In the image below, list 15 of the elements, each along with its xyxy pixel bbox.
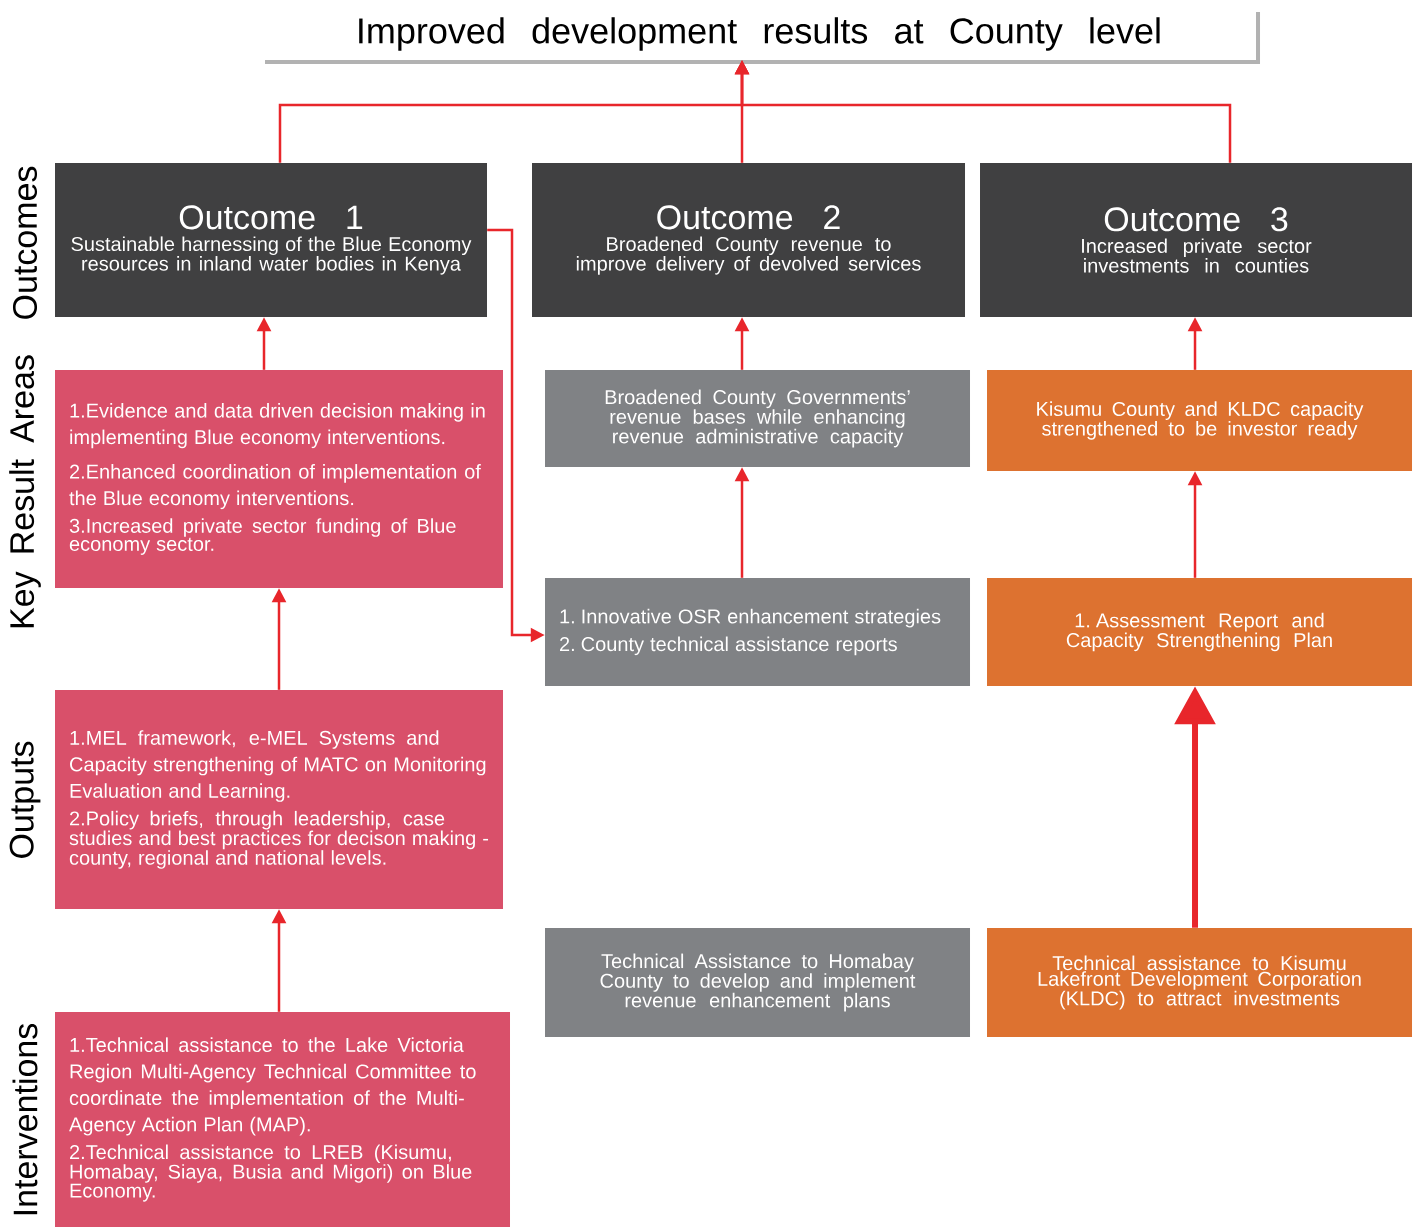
output-box: 1.MEL framework, e-MEL Systems and Capacity strengthening of MATC on Monitoring Evaluation and Learning. 2.Policy briefs, through leadership, case studies and best practices for decison making - county, regional and national levels. bbox=[55, 690, 503, 909]
output-box: 1. Innovative OSR enhancement strategies 2. County technical assistance reports bbox=[545, 578, 970, 686]
outcome-box: Outcome 3 Increased private sector investments in counties bbox=[980, 163, 1412, 317]
result-area-box: Broadened County Governments’ revenue bases while enhancing revenue administrative capacity bbox=[545, 370, 970, 467]
output-box: 1. Assessment Report and Capacity Strengthening Plan bbox=[987, 578, 1412, 686]
outcome-box: Outcome 2 Broadened County revenue to improve delivery of devolved services bbox=[532, 163, 965, 317]
row-label: Key Result Areas bbox=[9, 355, 41, 628]
intervention-box: Technical Assistance to Homabay County to develop and implement revenue enhancement plans bbox=[545, 928, 970, 1037]
title-box: Improved development results at County level bbox=[262, 8, 1260, 64]
intervention-box: Technical assistance to Kisumu Lakefront Development Corporation (KLDC) to attract investments bbox=[987, 928, 1412, 1037]
intervention-box: 1.Technical assistance to the Lake Victoria Region Multi-Agency Technical Committee to coordinate the implementation of the Multi-Agency Action Plan (MAP). 2.Technical assistance to LREB (Kisumu, Homabay, Siaya, Busia and Migori) on Blue Economy. bbox=[55, 1012, 510, 1227]
result-area-box: Kisumu County and KLDC capacity strengthened to be investor ready bbox=[987, 370, 1412, 471]
result-area-box: 1.Evidence and data driven decision making in implementing Blue economy interventions. 2.Enhanced coordination of implementation of the Blue economy interventions. 3.Increased private sector funding of Blue economy sector. bbox=[55, 370, 503, 588]
row-label: Outcomes bbox=[12, 166, 38, 319]
outcome-box: Outcome 1 Sustainable harnessing of the Blue Economy resources in inland water bodies in Kenya bbox=[55, 163, 487, 317]
